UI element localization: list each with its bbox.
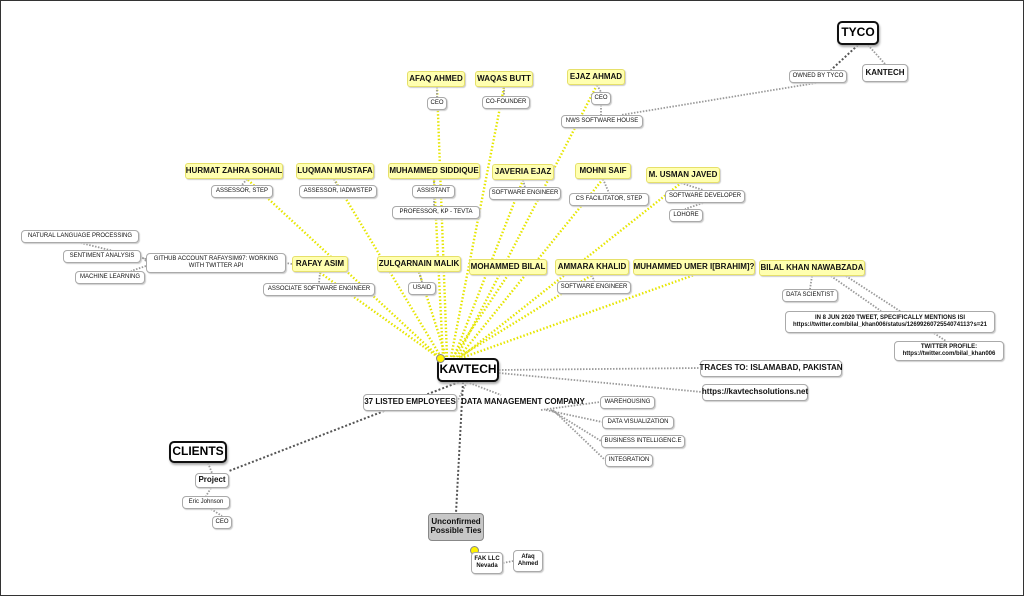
siddique-node[interactable]: MUHAMMED SIDDIQUE: [388, 163, 480, 179]
connector-line: [285, 262, 293, 265]
luqman-node[interactable]: LUQMAN MUSTAFA: [296, 163, 374, 179]
kantech-node[interactable]: KANTECH: [862, 64, 908, 82]
data-scientist-node[interactable]: DATA SCIENTIST: [782, 289, 838, 302]
connector-line: [602, 178, 610, 194]
clients-node[interactable]: CLIENTS: [169, 441, 227, 463]
twitter-profile-node[interactable]: TWITTER PROFILE: https://twitter.com/bil…: [894, 341, 1004, 361]
connector-line: [449, 86, 506, 358]
connector-line: [435, 86, 449, 358]
connector-line: [455, 381, 464, 514]
connector-line: [207, 462, 213, 474]
kavtech-marker-dot: [436, 354, 445, 363]
connector-line: [498, 372, 703, 393]
eric-johnson-node[interactable]: Eric Johnson: [182, 496, 230, 509]
mohni-role-node[interactable]: CS FACILITATOR, STEP: [569, 193, 649, 206]
connector-line: [809, 275, 813, 290]
data-management-node[interactable]: DATA MANAGEMENT COMPANY: [461, 397, 585, 407]
connector-line: [550, 409, 602, 442]
siddique-role-node[interactable]: ASSISTANT: [412, 185, 455, 198]
connector-line: [830, 44, 859, 71]
connector-line: [241, 178, 248, 186]
connector-line: [210, 508, 223, 517]
connector-line: [205, 487, 212, 497]
unconfirmed-ties-node[interactable]: Unconfirmed Possible Ties: [428, 513, 484, 541]
connector-line: [466, 381, 502, 396]
connector-line: [498, 367, 701, 371]
sentiment-node[interactable]: SENTIMENT ANALYSIS: [63, 250, 141, 263]
fak-llc-node[interactable]: FAK LLC Nevada: [471, 552, 503, 574]
connector-line: [680, 182, 704, 191]
bilal-khan-node[interactable]: BILAL KHAN NAWABZADA: [759, 260, 865, 276]
connector-line: [318, 271, 321, 284]
connector-line: [140, 255, 147, 262]
ejaz-ahmad-node[interactable]: EJAZ AHMAD: [567, 69, 625, 85]
connector-line: [502, 560, 514, 564]
traces-node[interactable]: TRACES TO: ISLAMABAD, PAKISTAN: [699, 360, 843, 377]
connector-line: [830, 275, 882, 312]
tweet-node[interactable]: IN 8 JUN 2020 TWEET, SPECIFICALLY MENTIO…: [785, 311, 995, 333]
data-visualization-node[interactable]: DATA VISUALIZATION: [602, 416, 674, 429]
nlp-node[interactable]: NATURAL LANGUAGE PROCESSING: [21, 230, 139, 243]
tyco-node[interactable]: TYCO: [837, 21, 879, 45]
connector-line: [591, 274, 595, 282]
connector-line: [522, 179, 526, 188]
connector-line: [596, 84, 602, 93]
ml-node[interactable]: MACHINE LEARNING: [75, 271, 145, 284]
mohni-node[interactable]: MOHNI SAIF: [575, 163, 631, 179]
usman-node[interactable]: M. USMAN JAVED: [646, 167, 720, 183]
hurmat-role-node[interactable]: ASSESSOR, STEP: [211, 185, 273, 198]
connector-line: [130, 265, 147, 272]
connector-line: [867, 44, 886, 65]
kavtech-node[interactable]: KAVTECH: [437, 358, 499, 382]
business-intelligence-node[interactable]: BUSINESS INTELLIGENC.E: [601, 435, 685, 448]
ejaz-ceo-node[interactable]: CEO: [591, 92, 611, 105]
ammara-role-node[interactable]: SOFTWARE ENGINEER: [557, 281, 631, 294]
usaid-node[interactable]: USAID: [408, 282, 436, 295]
connector-line: [684, 202, 704, 210]
connector-line: [456, 381, 468, 403]
warehousing-node[interactable]: WAREHOUSING: [600, 396, 655, 409]
connector-line: [540, 401, 601, 411]
afaq-ceo-node[interactable]: CEO: [427, 97, 447, 110]
connector-line: [333, 178, 338, 186]
zulqarnain-node[interactable]: ZULQARNAIN MALIK: [377, 256, 461, 272]
connector-line: [463, 273, 695, 359]
website-node[interactable]: https://kavtechsolutions.net: [702, 384, 808, 401]
listed-employees-node[interactable]: 37 LISTED EMPLOYEES: [363, 394, 457, 411]
project-node[interactable]: Project: [195, 473, 229, 488]
waqas-role-node[interactable]: CO-FOUNDER: [482, 96, 530, 109]
ammara-node[interactable]: AMMARA KHALID: [555, 259, 629, 275]
lohore-node[interactable]: LOHORE: [669, 209, 703, 222]
waqas-butt-node[interactable]: WAQAS BUTT: [475, 71, 533, 87]
integration-node[interactable]: INTEGRATION: [605, 454, 653, 467]
nws-node[interactable]: NWS SOFTWARE HOUSE: [561, 115, 643, 128]
javeria-role-node[interactable]: SOFTWARE ENGINEER: [489, 187, 561, 200]
umer-node[interactable]: MUHAMMED UMER I[BRAHIM]?: [633, 259, 755, 275]
bilal-node[interactable]: MOHAMMED BILAL: [469, 259, 547, 275]
luqman-role-node[interactable]: ASSESSOR, IADM/STEP: [299, 185, 377, 198]
owned-by-tyco-node[interactable]: OWNED BY TYCO: [789, 70, 847, 83]
connector-line: [452, 274, 509, 358]
rafay-role-node[interactable]: ASSOCIATE SOFTWARE ENGINEER: [263, 283, 375, 296]
rafay-node[interactable]: RAFAY ASIM: [292, 256, 348, 272]
connector-line: [552, 409, 606, 461]
usman-role-node[interactable]: SOFTWARE DEVELOPER: [665, 190, 745, 203]
hurmat-node[interactable]: HURMAT ZAHRA SOHAIL: [185, 163, 283, 179]
javeria-node[interactable]: JAVERIA EJAZ: [492, 164, 554, 180]
afaq-ahmed-node[interactable]: AFAQ AHMED: [407, 71, 465, 87]
github-node[interactable]: GITHUB ACCOUNT RAFAYSIM97: WORKING WITH …: [146, 253, 286, 273]
connector-line: [620, 82, 817, 116]
afaq-ahmed-tie-node[interactable]: Afaq Ahmed: [513, 550, 543, 572]
eric-ceo-node[interactable]: CEO: [212, 516, 232, 529]
siddique-role2-node[interactable]: PROFESSOR, KP - TEVTA: [392, 206, 480, 219]
